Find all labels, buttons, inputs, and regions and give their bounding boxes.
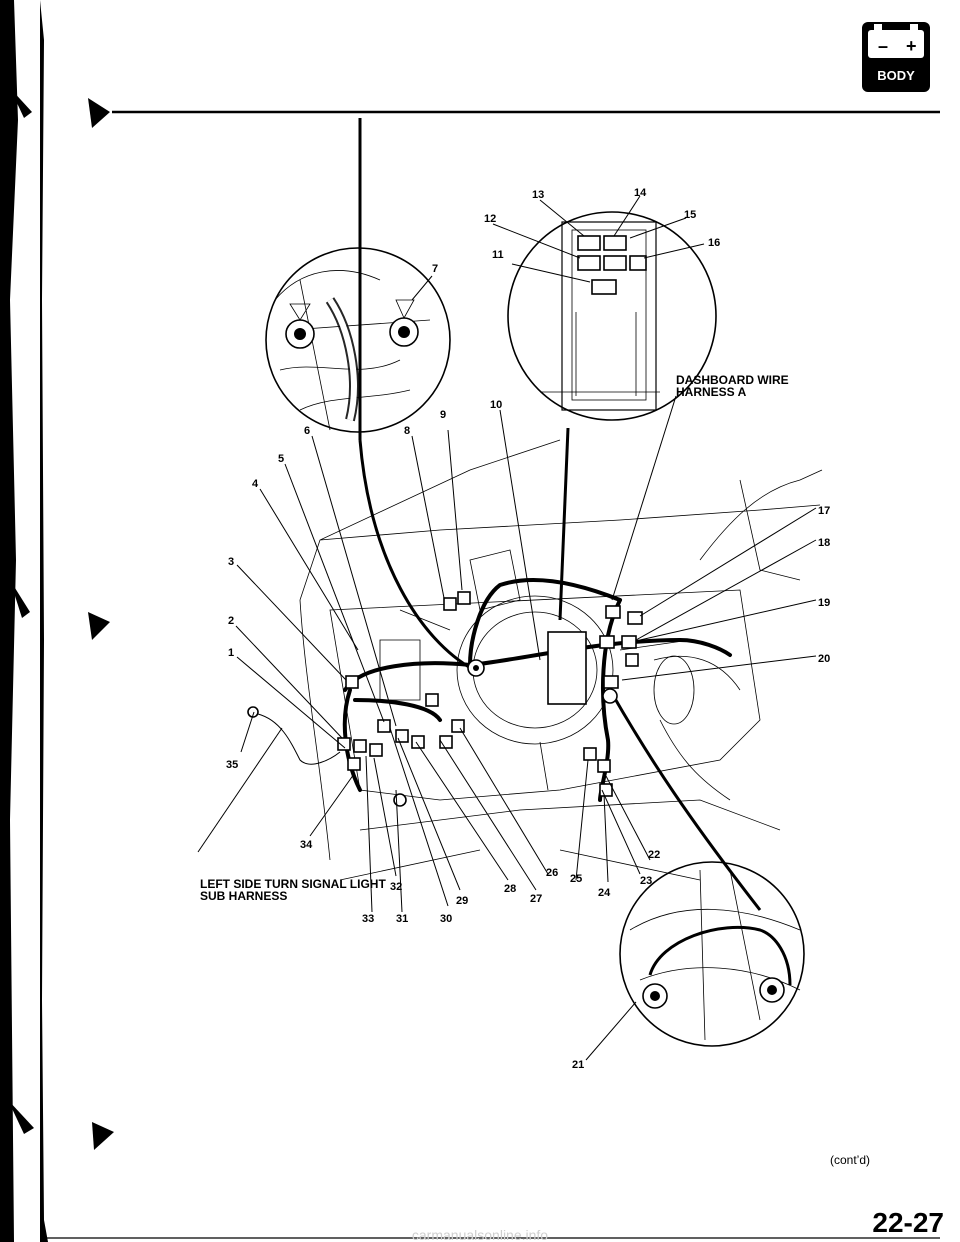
badge-plus: + xyxy=(906,36,917,56)
harness-labels: DASHBOARD WIRE HARNESS A LEFT SIDE TURN … xyxy=(200,373,789,903)
binding-edge xyxy=(0,0,114,1242)
badge-label: BODY xyxy=(877,68,915,83)
callout-30: 30 xyxy=(440,913,452,925)
callout-17: 17 xyxy=(818,505,830,517)
callout-31: 31 xyxy=(396,913,408,925)
callout-24: 24 xyxy=(598,887,611,899)
page-number: 22-27 xyxy=(872,1207,944,1238)
callout-11: 11 xyxy=(492,249,504,261)
harness-routing xyxy=(342,118,762,911)
connectors xyxy=(247,591,643,807)
dashboard-label-line2: HARNESS A xyxy=(676,385,747,399)
leader-lines xyxy=(197,195,817,1061)
callout-16: 16 xyxy=(708,237,720,249)
callout-13: 13 xyxy=(532,189,544,201)
body-badge: – + BODY xyxy=(862,22,930,92)
continued-note: (cont’d) xyxy=(830,1153,870,1167)
callout-34: 34 xyxy=(300,839,313,851)
left-side-label-line2: SUB HARNESS xyxy=(200,889,287,903)
callout-7: 7 xyxy=(432,263,438,275)
callout-9: 9 xyxy=(440,409,446,421)
callout-26: 26 xyxy=(546,867,558,879)
callout-10: 10 xyxy=(490,399,502,411)
callout-35: 35 xyxy=(226,759,238,771)
callout-3: 3 xyxy=(228,556,234,568)
callout-29: 29 xyxy=(456,895,468,907)
callout-5: 5 xyxy=(278,453,284,465)
watermark: carmanualsonline.info xyxy=(412,1227,548,1242)
callout-28: 28 xyxy=(504,883,516,895)
callout-6: 6 xyxy=(304,425,310,437)
callout-12: 12 xyxy=(484,213,496,225)
callout-15: 15 xyxy=(684,209,696,221)
callout-1: 1 xyxy=(228,647,234,659)
callout-25: 25 xyxy=(570,873,582,885)
callout-21: 21 xyxy=(572,1059,584,1071)
left-side-label-line1: LEFT SIDE TURN SIGNAL LIGHT xyxy=(200,877,386,891)
callout-22: 22 xyxy=(648,849,660,861)
callout-2: 2 xyxy=(228,615,234,627)
callout-4: 4 xyxy=(252,478,259,490)
detail-circle-lower-right xyxy=(619,861,805,1047)
callout-23: 23 xyxy=(640,875,652,887)
callout-32: 32 xyxy=(390,881,402,893)
detail-circle-upper-left xyxy=(265,247,451,433)
detail-circle-upper-right xyxy=(507,211,717,421)
callout-8: 8 xyxy=(404,425,410,437)
callout-14: 14 xyxy=(634,187,647,199)
dashboard-outline xyxy=(299,439,823,881)
callout-19: 19 xyxy=(818,597,830,609)
callout-33: 33 xyxy=(362,913,374,925)
callout-18: 18 xyxy=(818,537,830,549)
callout-20: 20 xyxy=(818,653,830,665)
callout-numbers: 1 2 3 4 5 6 7 8 9 10 11 12 13 14 15 16 1… xyxy=(226,187,830,1071)
dashboard-label-line1: DASHBOARD WIRE xyxy=(676,373,789,387)
footer: (cont’d) 22-27 carmanualsonline.info xyxy=(40,1153,944,1242)
badge-minus: – xyxy=(878,36,888,56)
callout-27: 27 xyxy=(530,893,542,905)
